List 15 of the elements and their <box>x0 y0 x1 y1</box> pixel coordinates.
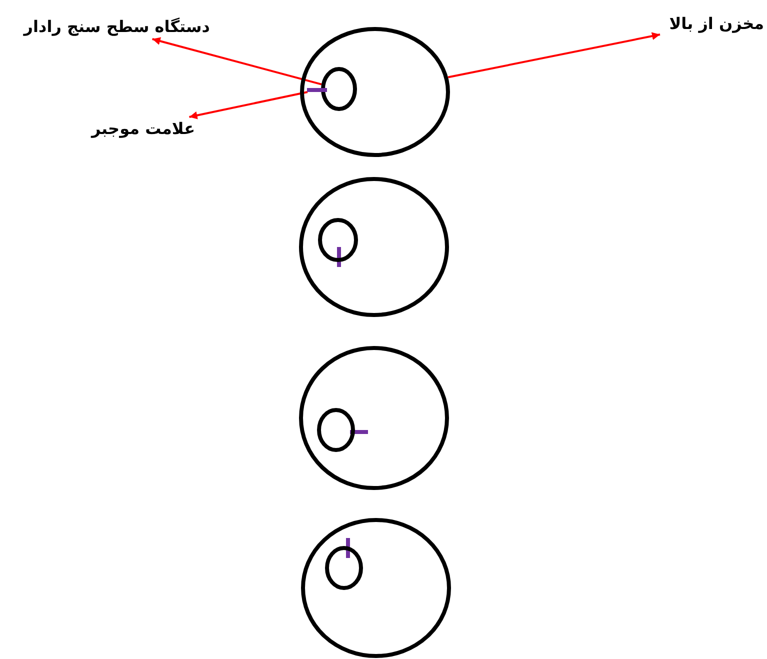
tank-outline <box>300 27 450 157</box>
arrow <box>152 37 322 86</box>
callout-label: مخزن از بالا <box>660 12 764 36</box>
callout-label: علامت موجبر <box>70 117 195 141</box>
gauge-circle <box>318 218 358 262</box>
tank-outline <box>299 177 449 317</box>
arrow <box>448 32 660 78</box>
gauge-circle <box>325 546 363 590</box>
waveguide-mark <box>307 88 327 92</box>
tank-outline <box>301 518 451 658</box>
gauge-circle <box>317 408 355 452</box>
tank-outline <box>299 346 449 490</box>
gauge-circle <box>321 67 357 111</box>
callout-label: دستگاه سطح سنج رادار <box>5 15 210 39</box>
arrow <box>189 91 308 120</box>
